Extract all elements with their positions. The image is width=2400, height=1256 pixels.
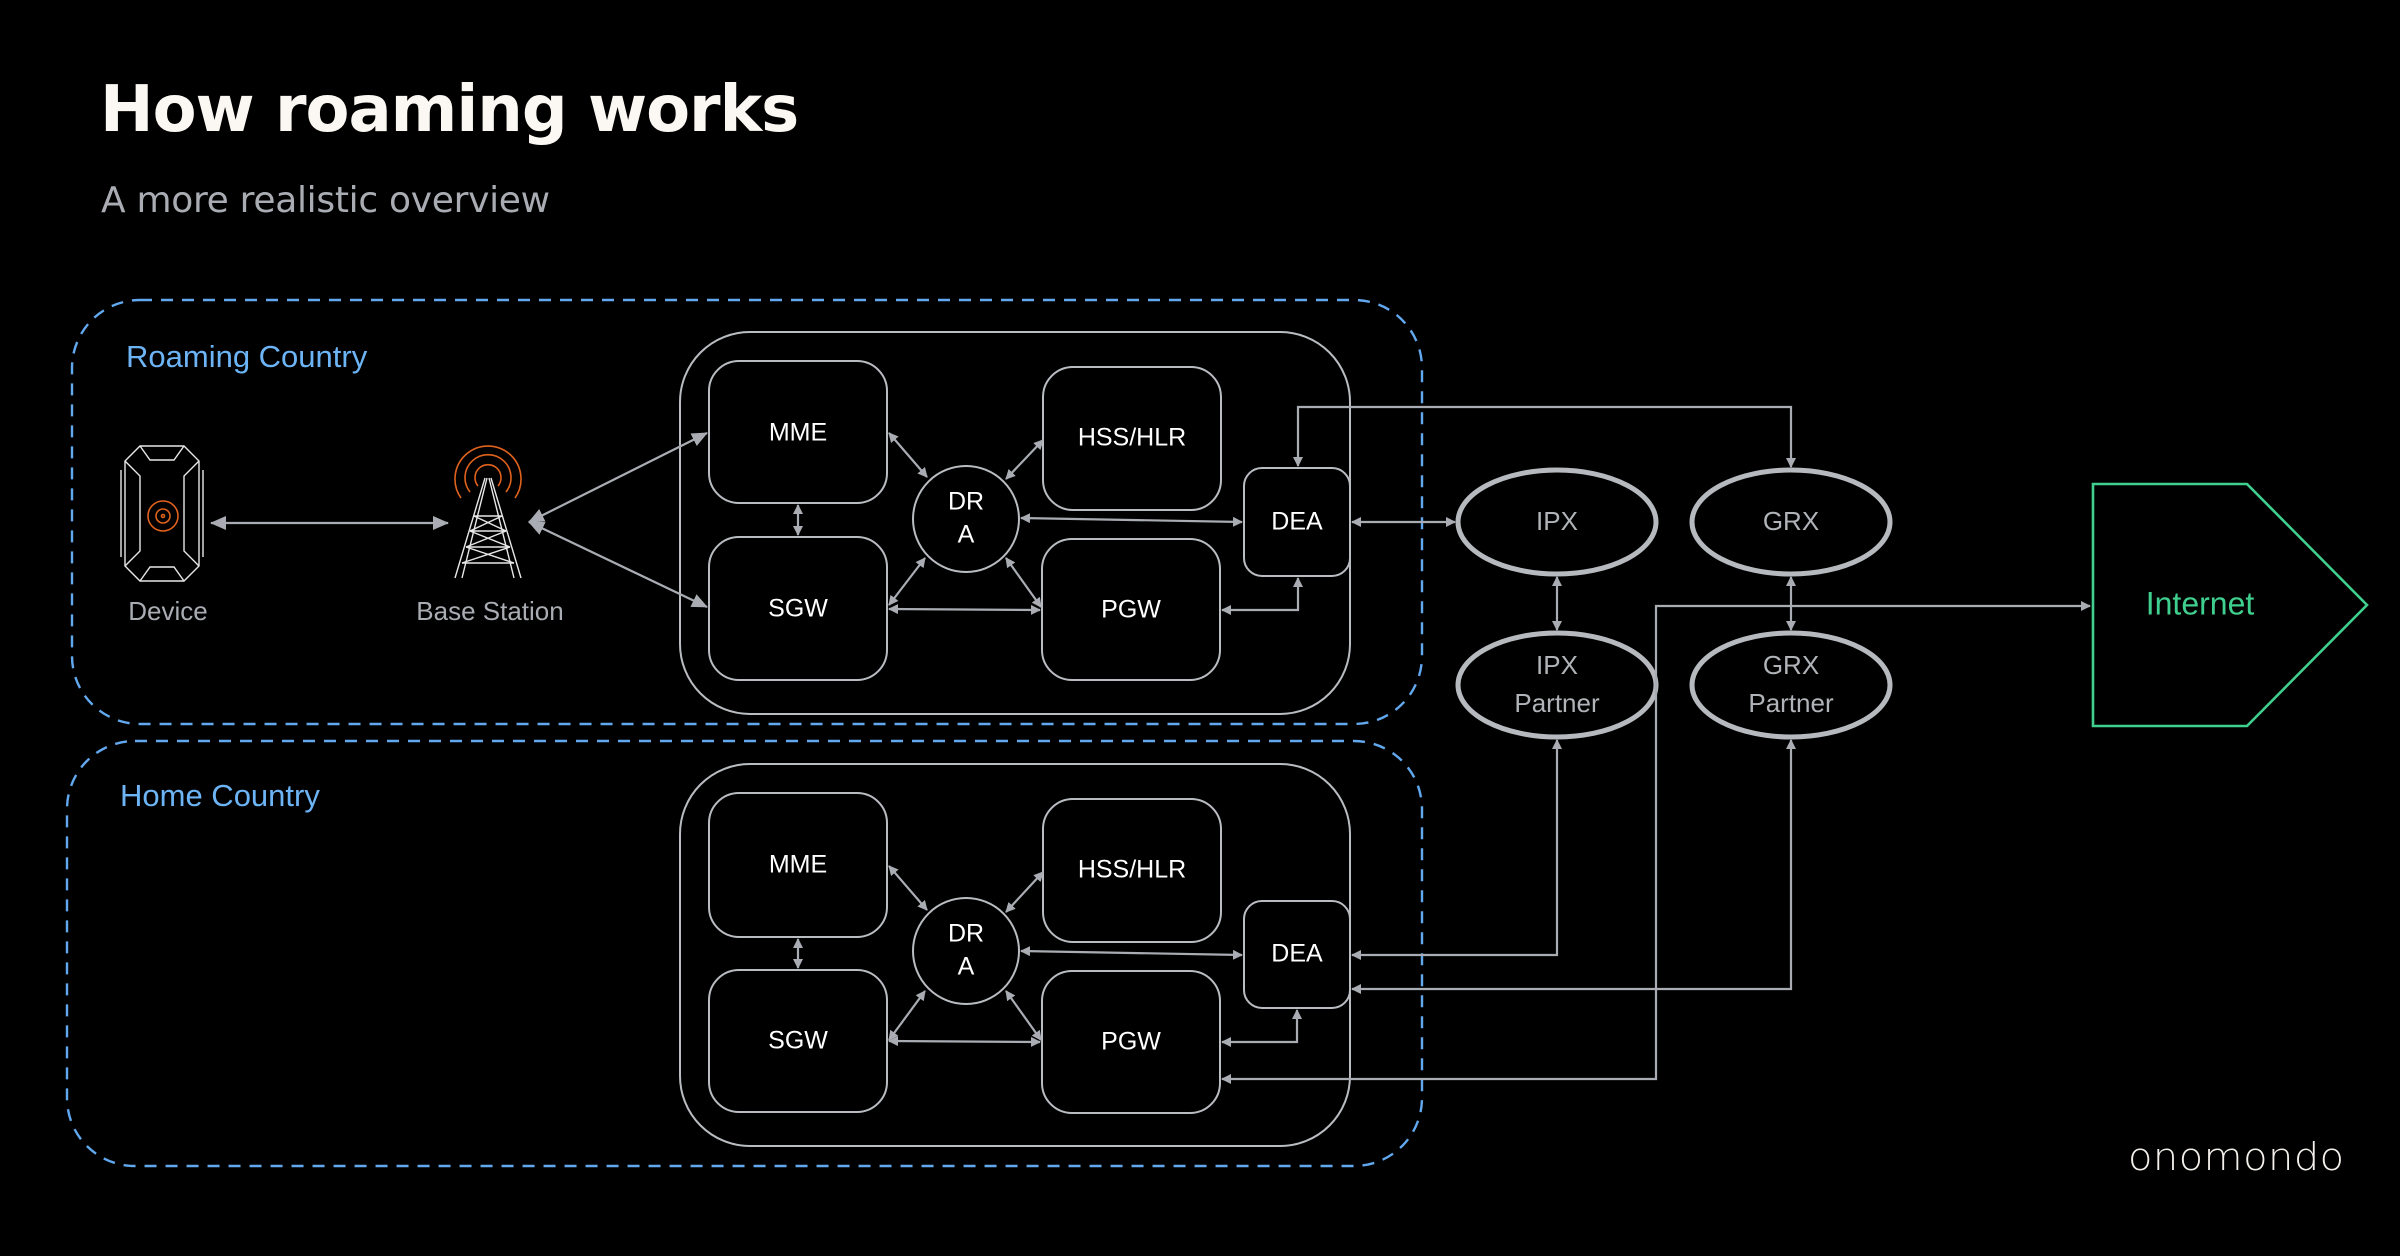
connector-dea-grx (1293, 405, 1796, 468)
home-hss-label: HSS/HLR (1078, 856, 1186, 884)
connector-home-pgw-internet (1221, 601, 2091, 1084)
connector-base-station-sgw (528, 521, 708, 608)
iot-device-icon (120, 445, 204, 582)
connector-ipx-partner-home-dea (1351, 739, 1562, 960)
roaming-dra-node[interactable]: DR A (912, 465, 1020, 573)
internet-node[interactable]: Internet (2091, 482, 2369, 728)
home-core-network: MME SGW HSS/HLR PGW DR A DEA (679, 763, 1351, 1147)
roaming-hss-node[interactable]: HSS/HLR (1042, 366, 1222, 511)
roaming-country-label: Roaming Country (126, 339, 368, 374)
roaming-dea-label: DEA (1271, 508, 1323, 536)
cell-tower-icon (454, 445, 522, 579)
roaming-dra-label-line2: A (958, 521, 975, 549)
home-mme-node[interactable]: MME (708, 792, 888, 938)
connector-sgw-pgw (888, 604, 1041, 615)
roaming-country-region (70, 298, 1424, 726)
home-country-label: Home Country (120, 778, 320, 813)
connector-grx-partner-home-dea (1351, 739, 1796, 994)
home-hss-node[interactable]: HSS/HLR (1042, 798, 1222, 943)
connector-home-sgw-dra (888, 990, 926, 1041)
roaming-sgw-node[interactable]: SGW (708, 536, 888, 681)
page-title: How roaming works (100, 73, 799, 147)
home-sgw-node[interactable]: SGW (708, 969, 888, 1113)
connector-home-sgw-pgw (888, 1036, 1041, 1047)
connector-mme-dra (888, 432, 928, 478)
connector-home-mme-dra (888, 865, 928, 911)
connector-home-hss-dra (1005, 871, 1044, 913)
internet-label: Internet (2146, 585, 2255, 621)
roaming-pgw-label: PGW (1101, 596, 1161, 624)
grx-label: GRX (1763, 506, 1819, 536)
roaming-pgw-node[interactable]: PGW (1041, 538, 1221, 681)
ipx-partner-label-line2: Partner (1514, 688, 1600, 718)
home-pgw-node[interactable]: PGW (1041, 970, 1221, 1114)
connector-home-dra-dea (1020, 946, 1243, 960)
grx-partner-label-line2: Partner (1748, 688, 1834, 718)
ipx-label: IPX (1536, 506, 1578, 536)
grx-node[interactable]: GRX (1689, 467, 1893, 577)
ipx-partner-label-line1: IPX (1536, 650, 1578, 680)
home-dra-node[interactable]: DR A (912, 897, 1020, 1005)
ipx-node[interactable]: IPX (1455, 467, 1659, 577)
roaming-core-network: MME SGW HSS/HLR PGW DR A DEA (679, 331, 1351, 715)
roaming-dea-node[interactable]: DEA (1243, 467, 1351, 577)
ipx-partner-node[interactable]: IPX Partner (1455, 630, 1659, 740)
home-dra-label-line2: A (958, 953, 975, 981)
home-pgw-label: PGW (1101, 1028, 1161, 1056)
connector-hss-dra (1005, 439, 1044, 480)
grx-partner-node[interactable]: GRX Partner (1689, 630, 1893, 740)
roaming-sgw-label: SGW (768, 595, 828, 623)
device-label: Device (128, 596, 207, 626)
connector-base-station-mme (528, 432, 708, 523)
connector-pgw-dra (1005, 557, 1042, 608)
connector-home-pgw-dra (1005, 990, 1042, 1041)
connector-dra-dea (1020, 513, 1243, 527)
home-dea-label: DEA (1271, 940, 1323, 968)
roaming-mme-node[interactable]: MME (708, 360, 888, 504)
roaming-dra-label-line1: DR (948, 488, 984, 516)
home-mme-label: MME (769, 851, 827, 879)
home-dea-node[interactable]: DEA (1243, 900, 1351, 1009)
page-subtitle: A more realistic overview (101, 180, 550, 221)
connector-pgw-dea (1221, 577, 1303, 615)
onomondo-logo: onomondo (2128, 1135, 2345, 1179)
home-sgw-label: SGW (768, 1027, 828, 1055)
grx-partner-label-line1: GRX (1763, 650, 1819, 680)
home-dra-label-line1: DR (948, 920, 984, 948)
connector-home-pgw-dea (1221, 1009, 1302, 1047)
roaming-hss-label: HSS/HLR (1078, 424, 1186, 452)
roaming-mme-label: MME (769, 419, 827, 447)
connector-sgw-dra (888, 557, 926, 606)
base-station-label: Base Station (416, 596, 563, 626)
